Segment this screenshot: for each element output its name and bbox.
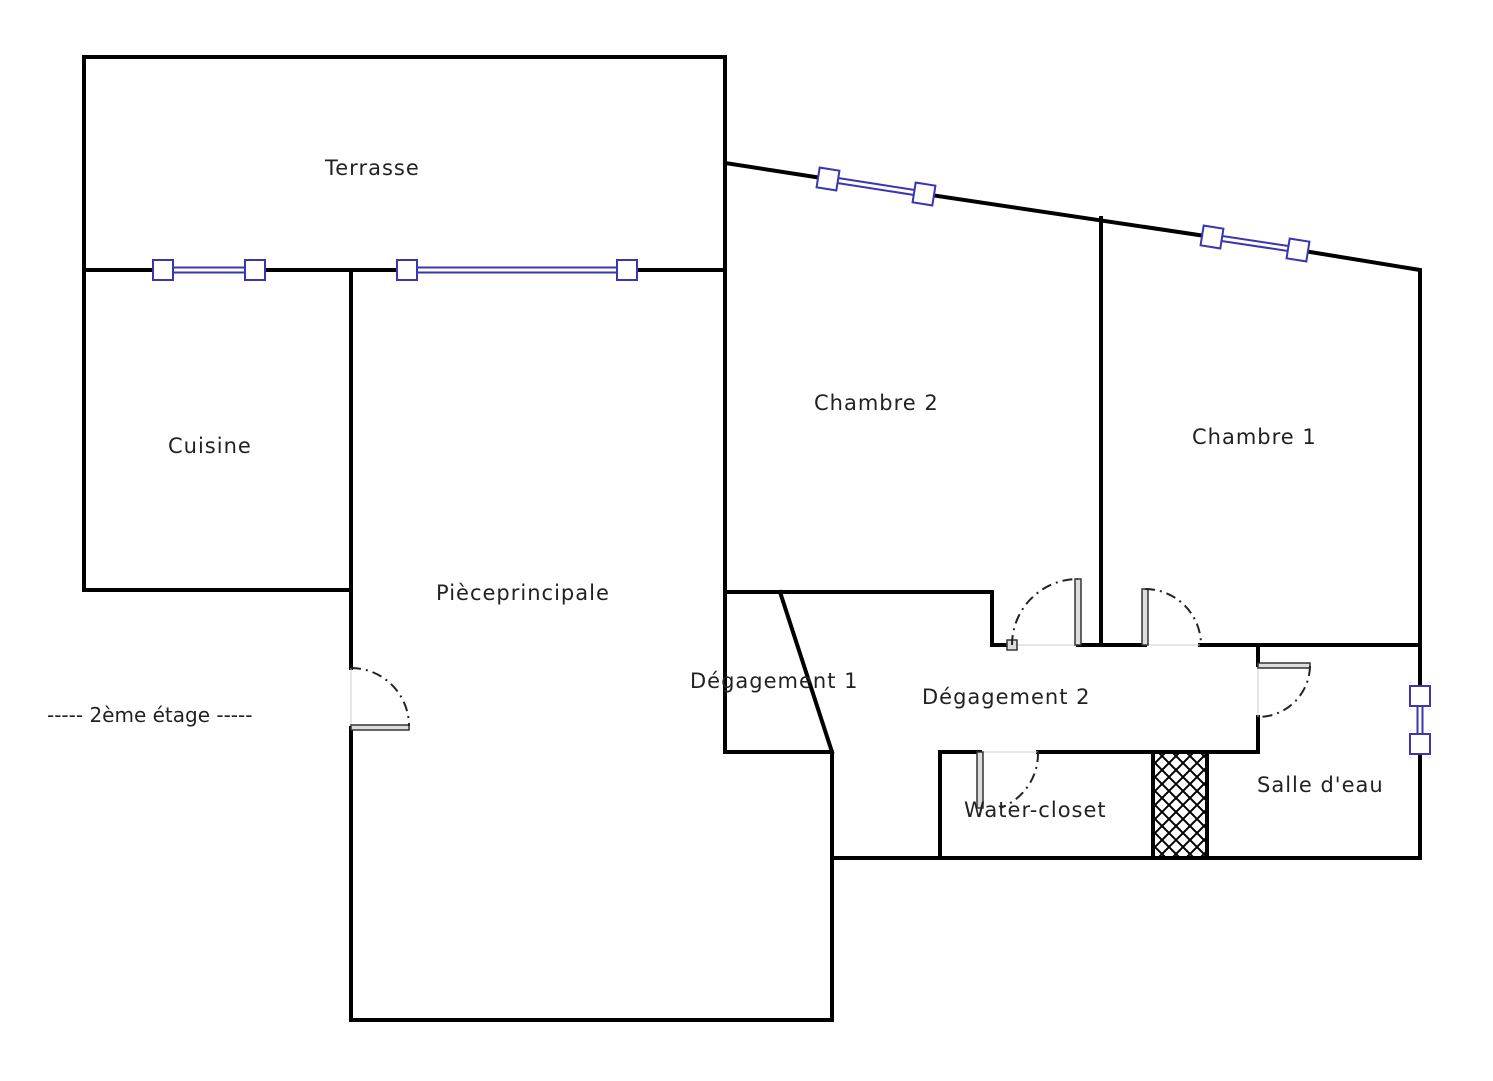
label-piece-principale: Pièceprincipale	[436, 581, 610, 605]
door-chambre2	[1006, 578, 1082, 651]
label-degagement-1: Dégagement 1	[690, 669, 859, 693]
window-chambre1	[1199, 224, 1311, 263]
duct-hatch	[1151, 750, 1209, 860]
window-piece	[396, 259, 638, 281]
door-entry	[350, 667, 410, 731]
label-chambre-2: Chambre 2	[814, 391, 939, 415]
room-labels: Terrasse Cuisine Pièceprincipale Chambre…	[47, 156, 1384, 822]
window-chambre2	[815, 166, 937, 207]
walls	[82, 55, 1422, 1022]
door-salle-eau	[1257, 662, 1311, 718]
label-cuisine: Cuisine	[168, 434, 252, 458]
label-terrasse: Terrasse	[324, 156, 420, 180]
label-chambre-1: Chambre 1	[1192, 425, 1317, 449]
label-degagement-2: Dégagement 2	[922, 685, 1091, 709]
windows	[152, 166, 1431, 755]
label-water-closet: Water-closet	[964, 798, 1107, 822]
window-salle-eau	[1409, 685, 1431, 755]
label-salle-eau: Salle d'eau	[1257, 773, 1384, 797]
door-wc	[976, 751, 1040, 809]
doors	[350, 578, 1311, 809]
window-cuisine	[152, 259, 266, 281]
floor-level-label: ----- 2ème étage -----	[47, 703, 252, 727]
door-chambre1	[1141, 588, 1202, 646]
